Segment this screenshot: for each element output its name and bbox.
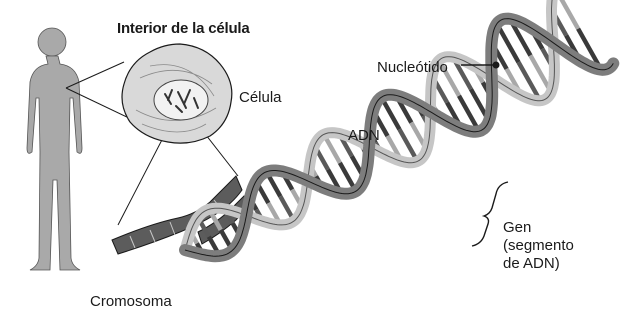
dna-label: ADN (348, 127, 380, 144)
diagram-title: Interior de la célula (117, 20, 250, 37)
cell (122, 44, 232, 143)
gene-label: Gen (segmento de ADN) (503, 219, 574, 273)
chromatid-a (112, 176, 242, 254)
gene-label-line-3: de ADN) (503, 255, 574, 273)
chromosome-label: Cromosoma (90, 293, 172, 310)
gene-label-line-2: (segmento (503, 237, 574, 255)
body (27, 56, 82, 270)
dna-helix (185, 0, 613, 256)
nucleotide-label: Nucleótido (377, 59, 448, 76)
head (38, 28, 66, 56)
human-silhouette (27, 28, 82, 270)
gene-label-line-1: Gen (503, 219, 574, 237)
cell-label: Célula (239, 89, 282, 106)
